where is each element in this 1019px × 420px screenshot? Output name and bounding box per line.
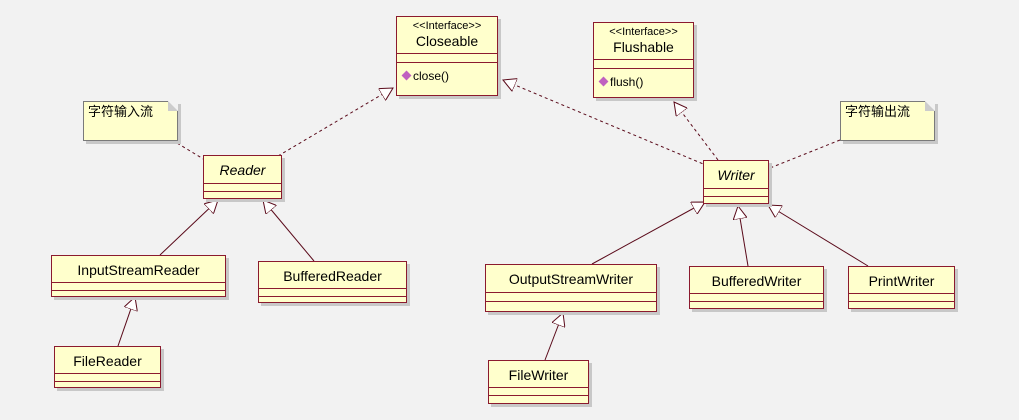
printwriter-name: PrintWriter: [868, 273, 935, 289]
filewriter-name: FileWriter: [508, 367, 569, 383]
bufferedreader-attributes: [259, 289, 406, 297]
outputstreamwriter-class: OutputStreamWriter: [485, 264, 657, 312]
writer-operations: [704, 197, 768, 202]
bufferedwriter-operations: [690, 302, 823, 307]
bufferedreader-class: BufferedReader: [258, 261, 407, 303]
inputstreamreader-attributes: [52, 283, 225, 291]
filewriter-operations: [489, 396, 588, 401]
writer-note-text: 字符输出流: [845, 105, 911, 120]
closeable-attributes: [397, 54, 497, 63]
bufferedwriter-extends-writer: [738, 206, 749, 267]
inputstreamreader-header: InputStreamReader: [52, 256, 225, 283]
filereader-attributes: [55, 374, 160, 382]
writer-attributes: [704, 189, 768, 197]
reader-class: Reader: [203, 155, 282, 199]
filewriter-extends-outputstreamwriter: [544, 313, 563, 361]
inputstreamreader-extends-reader: [159, 200, 218, 256]
writer-note-anchor: [769, 139, 841, 169]
filereader-class: FileReader: [54, 346, 161, 388]
writer-name: Writer: [717, 167, 755, 183]
closeable-interface: <<Interface>> Closeable close(): [396, 16, 498, 96]
filewriter-header: FileWriter: [489, 361, 588, 388]
bufferedwriter-attributes: [690, 294, 823, 302]
closeable-header: <<Interface>> Closeable: [397, 17, 497, 54]
writer-realizes-flushable: [674, 102, 719, 161]
writer-note: 字符输出流: [840, 101, 935, 141]
outputstreamwriter-operations: [486, 302, 656, 308]
reader-note: 字符输入流: [83, 101, 178, 141]
reader-realizes-closeable: [277, 88, 393, 157]
reader-attributes: [204, 184, 281, 192]
filereader-header: FileReader: [55, 347, 160, 374]
flushable-attributes: [594, 60, 693, 69]
flush-operation: flush(): [610, 75, 644, 89]
filereader-extends-inputstreamreader: [117, 297, 135, 347]
printwriter-extends-writer: [768, 205, 869, 267]
printwriter-operations: [849, 302, 954, 307]
bufferedwriter-name: BufferedWriter: [711, 273, 802, 289]
inputstreamreader-name: InputStreamReader: [77, 262, 200, 278]
writer-realizes-closeable: [503, 80, 709, 167]
flushable-stereotype: <<Interface>>: [609, 26, 678, 38]
bufferedreader-extends-reader: [263, 200, 315, 262]
writer-header: Writer: [704, 161, 768, 189]
outputstreamwriter-header: OutputStreamWriter: [486, 265, 656, 293]
printwriter-attributes: [849, 294, 954, 302]
public-method-icon: [401, 70, 412, 81]
outputstreamwriter-attributes: [486, 293, 656, 302]
closeable-stereotype: <<Interface>>: [412, 20, 482, 32]
printwriter-class: PrintWriter: [848, 266, 955, 309]
reader-note-anchor: [171, 139, 206, 161]
printwriter-header: PrintWriter: [849, 267, 954, 294]
close-operation: close(): [413, 69, 450, 83]
filereader-operations: [55, 382, 160, 387]
filereader-name: FileReader: [73, 353, 142, 369]
closeable-name: Closeable: [415, 33, 479, 49]
bufferedwriter-class: BufferedWriter: [689, 266, 824, 309]
reader-header: Reader: [204, 156, 281, 184]
public-method-icon: [598, 76, 609, 87]
flushable-operations: flush(): [594, 69, 693, 89]
writer-class: Writer: [703, 160, 769, 204]
filewriter-class: FileWriter: [488, 360, 589, 404]
note-fold-icon: [925, 101, 935, 111]
inputstreamreader-operations: [52, 291, 225, 296]
closeable-operations: close(): [397, 63, 497, 83]
filewriter-attributes: [489, 388, 588, 396]
note-fold-icon: [168, 101, 178, 111]
bufferedreader-operations: [259, 297, 406, 302]
flushable-name: Flushable: [613, 39, 674, 55]
bufferedwriter-header: BufferedWriter: [690, 267, 823, 294]
flushable-interface: <<Interface>> Flushable flush(): [593, 22, 694, 98]
reader-note-text: 字符输入流: [88, 105, 154, 120]
reader-name: Reader: [219, 162, 266, 178]
outputstreamwriter-name: OutputStreamWriter: [508, 271, 634, 287]
inputstreamreader-class: InputStreamReader: [51, 255, 226, 297]
outputstreamwriter-extends-writer: [591, 202, 705, 265]
bufferedreader-header: BufferedReader: [259, 262, 406, 289]
bufferedreader-name: BufferedReader: [283, 268, 382, 284]
flushable-header: <<Interface>> Flushable: [594, 23, 693, 60]
reader-operations: [204, 192, 281, 197]
